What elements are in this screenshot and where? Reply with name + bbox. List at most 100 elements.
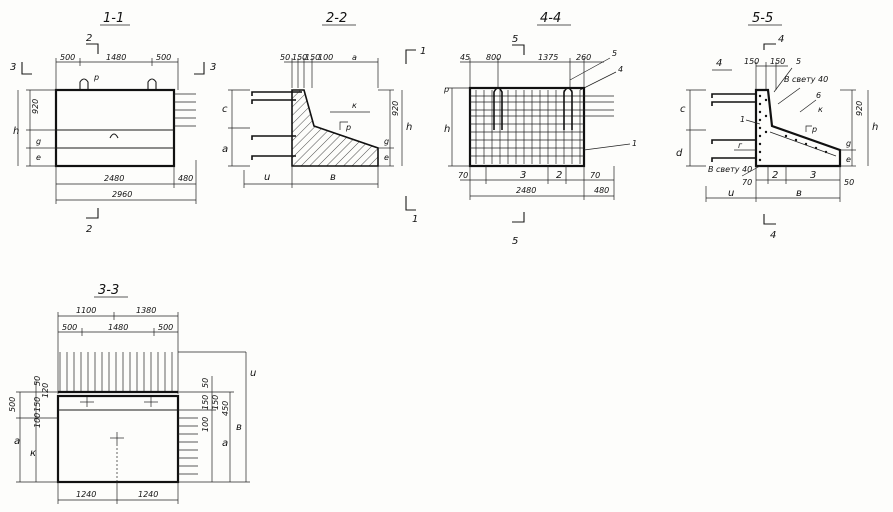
dim-2480-1-1: 2480	[104, 174, 124, 183]
dim-1240a: 1240	[76, 490, 96, 499]
dim-480-4-4: 480	[594, 186, 609, 195]
note-vsvetu40b: В свету 40	[708, 165, 752, 174]
dim-920-1-1: 920	[31, 99, 40, 114]
dim-1380: 1380	[136, 306, 156, 315]
letter-e-2-2: e	[384, 153, 389, 162]
section-5-5: 5-5 4 4 150 150 5 В свету 40 6 1	[676, 11, 878, 241]
section-body-5-5	[754, 88, 842, 168]
mark-3-5-5: 3	[810, 170, 816, 181]
letter-r-5-5: р	[811, 125, 817, 134]
cut-mark-4-left: 4	[716, 58, 722, 69]
section-title-4-4: 4-4	[540, 11, 561, 26]
dim-150-3-3: 150	[33, 397, 42, 412]
dim-1375: 1375	[538, 53, 558, 62]
dim-480-1-1: 480	[178, 174, 193, 183]
dim-100-3-3: 100	[33, 413, 42, 428]
letter-g-2-2: g	[384, 137, 389, 146]
dim-70-left-4-4: 70	[458, 171, 468, 180]
cut-mark-2-bottom: 2	[86, 224, 92, 235]
letter-r-2-2: р	[345, 123, 351, 132]
dim-50r-3-3: 50	[201, 378, 210, 388]
mark-1-5-5: 1	[740, 115, 745, 124]
letter-k-5-5: к	[818, 105, 823, 114]
dim-1240b: 1240	[138, 490, 158, 499]
letter-c-2-2: c	[222, 104, 228, 115]
dim-150a-5-5: 150	[744, 57, 759, 66]
mark-5-4-4: 5	[612, 49, 617, 58]
letter-h-1-1: h	[13, 126, 19, 137]
letter-r-4-4: р	[443, 85, 449, 94]
cut-mark-5-top: 5	[512, 34, 518, 45]
mark-6-5-5: 6	[816, 91, 821, 100]
mark-1-4-4: 1	[632, 139, 637, 148]
letter-h-5-5: h	[872, 122, 878, 133]
dim-260: 260	[576, 53, 591, 62]
letter-v-2-2: в	[330, 172, 336, 183]
section-4-4: 4-4 5 45 800 1375 260 5 4	[443, 11, 637, 247]
letter-e-5-5: e	[846, 155, 851, 164]
dim-100r-3-3: 100	[201, 417, 210, 432]
dim-70-right-4-4: 70	[590, 171, 600, 180]
dim-150r-3-3: 150	[201, 395, 210, 410]
dim-500b-3-3: 500	[158, 323, 173, 332]
dim-150r2-3-3: 150	[211, 395, 220, 410]
section-title-3-3: 3-3	[98, 283, 119, 298]
dim-800: 800	[486, 53, 501, 62]
mark-4-4-4: 4	[618, 65, 623, 74]
letter-d-5-5: d	[676, 148, 683, 159]
letter-k-3-3: к	[30, 448, 36, 459]
letter-e-1-1: e	[36, 153, 41, 162]
section-title-5-5: 5-5	[752, 11, 773, 26]
letter-h-2-2: h	[406, 122, 412, 133]
note-vsvetu40: В свету 40	[784, 75, 828, 84]
letter-c-5-5: c	[680, 104, 686, 115]
dim-50-2-2: 50	[280, 53, 290, 62]
letter-a-3-3: a	[14, 436, 20, 447]
section-3-3: 3-3 1100 1380 500 1480 500	[8, 283, 256, 504]
dim-450-3-3: 450	[221, 401, 230, 416]
dim-150b-5-5: 150	[770, 57, 785, 66]
mark-2-4-4: 2	[556, 170, 562, 181]
letter-u-5-5: u	[728, 188, 734, 199]
letter-r-1-1: р	[93, 73, 99, 82]
dim-2480-4-4: 2480	[516, 186, 536, 195]
cut-mark-2-top: 2	[86, 33, 92, 44]
mark-3-4-4: 3	[520, 170, 526, 181]
dim-2960: 2960	[112, 190, 132, 199]
cut-mark-4-bottom: 4	[770, 230, 776, 241]
dim-500a-3-3: 500	[62, 323, 77, 332]
dim-920-2-2: 920	[391, 101, 400, 116]
letter-a-right-3-3: a	[222, 438, 228, 449]
dim-1480-3-3: 1480	[108, 323, 128, 332]
section-2-2: 2-2 1 50 150 150 100 a к	[222, 11, 426, 225]
letter-g-5-5: g	[846, 139, 851, 148]
section-title-1-1: 1-1	[103, 11, 124, 26]
cut-mark-1-top: 1	[420, 46, 426, 57]
cut-mark-5-bottom: 5	[512, 236, 518, 247]
dim-150-2-2: 150	[292, 53, 307, 62]
mark-2-5-5: 2	[772, 170, 778, 181]
mark-5-5-5: 5	[796, 57, 801, 66]
letter-h-4-4: h	[444, 124, 450, 135]
dim-500l-3-3: 500	[8, 397, 17, 412]
dim-45: 45	[460, 53, 470, 62]
dim-500-left: 500	[60, 53, 75, 62]
letter-k-2-2: к	[352, 101, 357, 110]
dim-920-5-5: 920	[855, 101, 864, 116]
letter-u-2-2: u	[264, 172, 270, 183]
letter-g-1-1: g	[36, 137, 41, 146]
dim-50-3-3: 50	[33, 376, 42, 386]
dim-50-5-5: 50	[844, 178, 854, 187]
section-body-hatched	[291, 89, 379, 167]
dim-1100: 1100	[76, 306, 96, 315]
letter-v-3-3: в	[236, 422, 242, 433]
dim-1480: 1480	[106, 53, 126, 62]
letter-a-top-2-2: a	[352, 53, 357, 62]
letter-gam-5-5: г	[738, 141, 743, 150]
section-title-2-2: 2-2	[326, 11, 347, 26]
dim-100-2-2: 100	[318, 53, 333, 62]
dim-120-3-3: 120	[41, 383, 50, 398]
letter-v-5-5: в	[796, 188, 802, 199]
